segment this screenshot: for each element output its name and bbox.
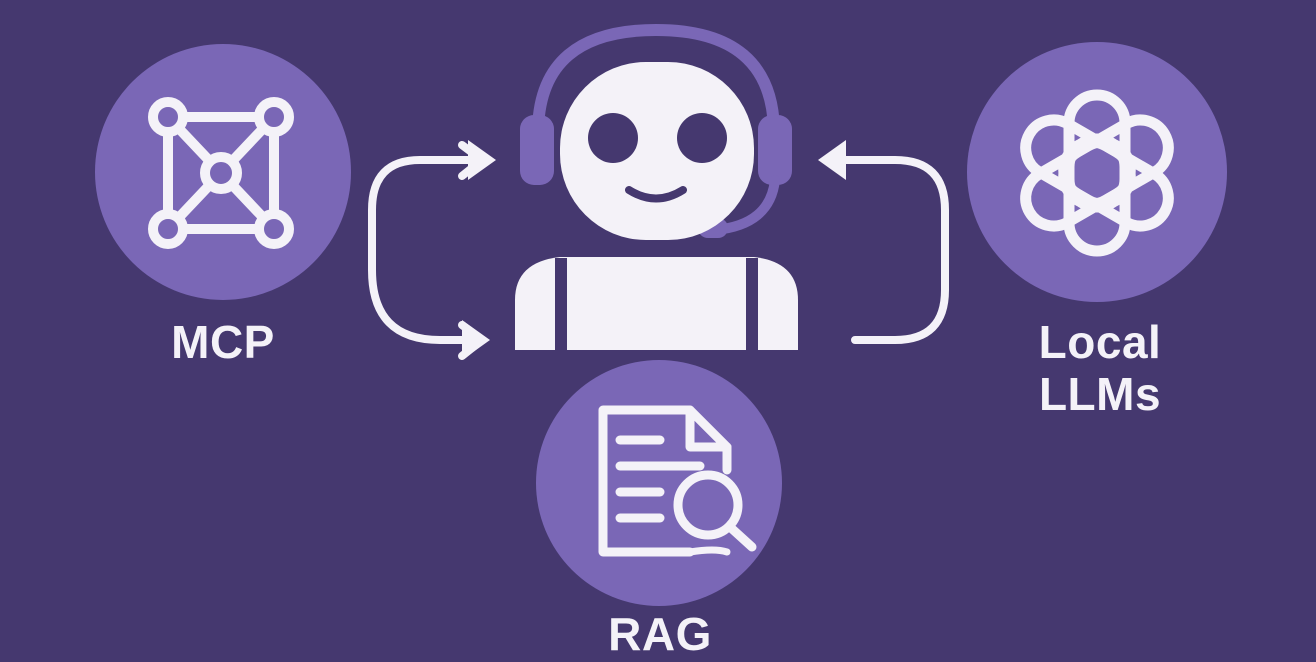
local-llms-label: Local LLMs — [1000, 316, 1200, 420]
rag-label-text: RAG — [608, 608, 712, 660]
local-llms-circle — [967, 42, 1227, 302]
local-llms-label-line1: Local — [1038, 316, 1162, 368]
mcp-label: MCP — [123, 316, 323, 368]
rag-circle — [536, 360, 782, 606]
robot-headset-icon — [520, 23, 792, 238]
left-arrowhead-bottom — [462, 320, 490, 360]
robot-body — [515, 257, 798, 350]
local-llms-label-line2: LLMs — [1038, 368, 1162, 420]
left-arrowhead-top — [468, 140, 496, 180]
openai-knot-icon — [1020, 89, 1174, 257]
right-cycle-arrow — [841, 156, 949, 344]
rag-label: RAG — [560, 608, 760, 660]
mcp-label-text: MCP — [171, 316, 275, 368]
network-graph-icon — [148, 97, 294, 249]
robot-head — [560, 62, 754, 240]
right-arrowhead — [818, 140, 846, 180]
document-search-icon — [598, 405, 757, 557]
